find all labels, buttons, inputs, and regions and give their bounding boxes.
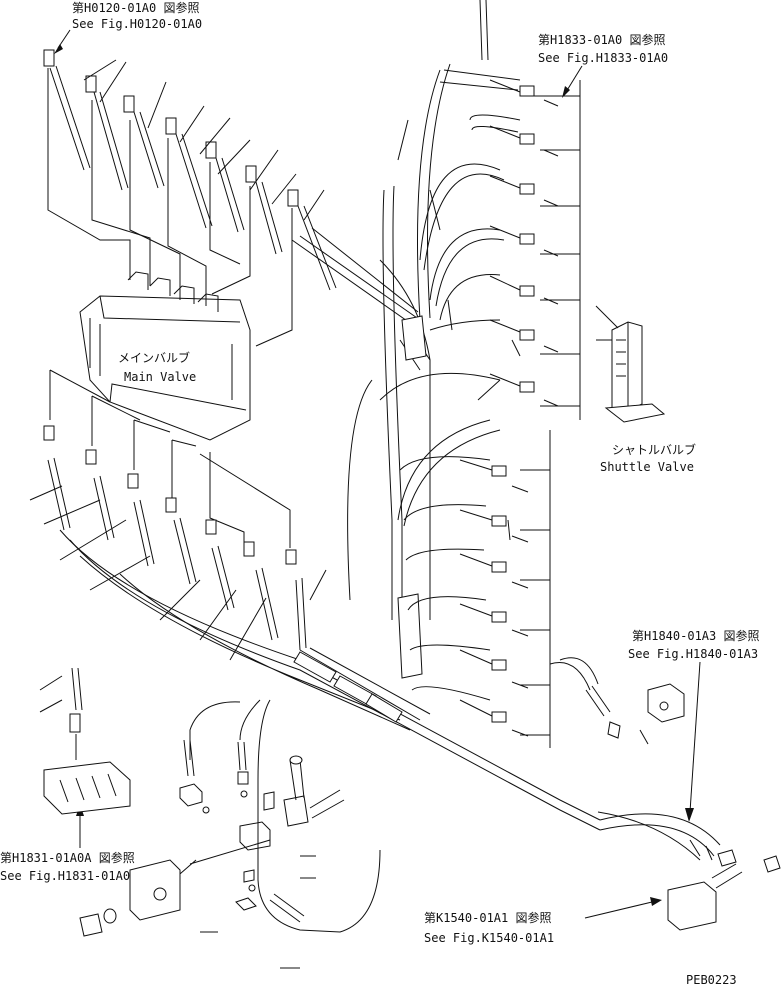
upper-pilot-hoses — [43, 49, 337, 291]
shuttle-valve-en: Shuttle Valve — [600, 460, 694, 474]
bottom-center-fittings — [79, 699, 381, 969]
ref-h1833-en: See Fig.H1833-01A0 — [538, 51, 668, 65]
right-side-fittings — [549, 657, 685, 745]
ref-h1840-jp: 第H1840-01A3 図参照 — [632, 628, 759, 643]
main-valve-en: Main Valve — [124, 370, 196, 384]
bottom-right-block — [667, 849, 781, 931]
ref-h1831: 第H1831-01A0A 図参照 See Fig.H1831-01A0A — [0, 804, 138, 883]
ref-h1831-jp: 第H1831-01A0A 図参照 — [0, 850, 135, 865]
main-valve-jp: メインバルブ — [118, 350, 190, 365]
main-valve: メインバルブ Main Valve — [79, 271, 251, 441]
lower-left-block — [39, 667, 131, 815]
ref-k1540: 第K1540-01A1 図参照 See Fig.K1540-01A1 — [424, 897, 662, 945]
ref-h0120-en: See Fig.H0120-01A0 — [72, 17, 202, 31]
main-hose-bundle — [59, 529, 721, 861]
right-hose-column — [291, 0, 581, 748]
ref-k1540-jp: 第K1540-01A1 図参照 — [424, 910, 551, 925]
ref-h0120-jp: 第H0120-01A0 図参照 — [72, 0, 199, 15]
ref-h1833-jp: 第H1833-01A0 図参照 — [538, 32, 665, 47]
shuttle-valve-jp: シャトルバルブ — [612, 442, 696, 457]
shuttle-valve: シャトルバルブ Shuttle Valve — [595, 305, 696, 474]
ref-h1831-en: See Fig.H1831-01A0A — [0, 869, 138, 883]
ref-h1840-en: See Fig.H1840-01A3 — [628, 647, 758, 661]
ref-h1833: 第H1833-01A0 図参照 See Fig.H1833-01A0 — [538, 32, 668, 98]
ref-h0120: 第H0120-01A0 図参照 See Fig.H0120-01A0 — [54, 0, 202, 54]
lower-left-hoses — [29, 369, 327, 661]
ref-k1540-en: See Fig.K1540-01A1 — [424, 931, 554, 945]
ref-h1840: 第H1840-01A3 図参照 See Fig.H1840-01A3 — [628, 628, 759, 822]
upper-routing-lines — [47, 68, 293, 347]
drawing-code: PEB0223 — [686, 973, 737, 986]
